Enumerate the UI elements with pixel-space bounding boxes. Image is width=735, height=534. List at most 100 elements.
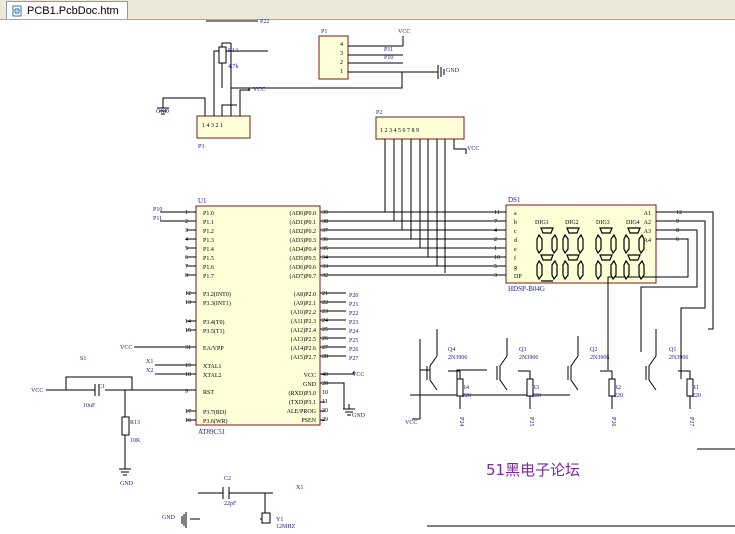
resistor-ref: R3	[532, 385, 539, 391]
ds1-seg-pin-name: d	[514, 238, 517, 244]
p1-pin-num: 1	[340, 69, 343, 75]
u1-right-pin-num: 36	[322, 237, 328, 243]
u1-right-pin-name: (AD4)P0.4	[290, 246, 317, 253]
u1-left-pin-num: 19	[185, 363, 191, 369]
ds1-seg-pin-num: 3	[494, 273, 497, 279]
u1-right-pin-name: (A10)P2.2	[291, 309, 316, 316]
u1-vcc-label: VCC	[352, 372, 364, 378]
ds1-seg-pin-num: 11	[494, 210, 500, 216]
u1-left-pin-num: 13	[185, 300, 191, 306]
u1-p2-net-label: P20	[349, 293, 358, 299]
transistor-ref: Q1	[669, 347, 676, 353]
ds1-seg-pin-name: g	[514, 265, 517, 271]
ds1-digit-pin-num: 12	[676, 210, 682, 216]
u1-right-pin-num: 24	[322, 318, 328, 324]
transistor-net-label: P24	[458, 417, 464, 426]
p3-vcc-label: VCC	[253, 87, 265, 93]
ds1-ref: DS1	[508, 196, 521, 204]
u1-right-pin-num: 27	[322, 345, 328, 351]
u1-right-pin-num: 28	[322, 354, 328, 360]
u1-right-pin-name: (A11)P2.3	[291, 318, 316, 325]
c2-value: 22pF	[224, 501, 237, 507]
u1-left-pin-name: EA/VPP	[203, 346, 224, 352]
u1-left-pin-num: 16	[185, 418, 191, 424]
c2-ref: C2	[224, 476, 231, 482]
u1-p1-net-label: P10	[153, 207, 162, 213]
u1-p2-net-label: P21	[349, 302, 358, 308]
y1-ref: Y1	[276, 517, 283, 523]
transistor-net-label: P27	[688, 417, 694, 426]
u1-left-pin-name: RST	[203, 390, 214, 396]
u1-left-pin-name: P3.2(INT0)	[203, 291, 231, 298]
u1-left-pin-num: 2	[185, 219, 188, 225]
p1-header	[318, 35, 349, 80]
resistor-value: 220	[614, 393, 623, 399]
p3-gnd-label: GND	[156, 109, 170, 115]
u1-body	[195, 205, 321, 426]
r14-body	[218, 46, 227, 64]
xtal2-net-label: X2	[146, 368, 153, 374]
p3-pin-nums: 1 4 3 2 1	[202, 123, 223, 129]
document-tab-bar: PCB1.PcbDoc.htm	[0, 0, 735, 20]
u1-left-pin-name: P1.7	[203, 274, 214, 280]
ds1-part: HDSP-B04G	[508, 285, 545, 293]
resistor-value: 220	[692, 393, 701, 399]
u1-right-pin-name: (AD5)P0.5	[290, 255, 317, 262]
p3-header	[196, 115, 251, 139]
u1-left-pin-num: 14	[185, 319, 191, 325]
schematic-diagram: U1AT89C51P1.01P1.12P1.23P1.34P1.45P1.56P…	[31, 17, 735, 530]
ds1-seg-pin-name: b	[514, 220, 517, 226]
web-document-icon	[12, 5, 22, 16]
ds1-digit-label: DIG3	[596, 220, 610, 226]
p1-pin-num: 2	[340, 60, 343, 66]
u1-right-pin-num: 40	[322, 372, 328, 378]
u1-p2-net-label: P23	[349, 320, 358, 326]
u1-p2-net-label: P25	[349, 338, 358, 344]
tab-pcb1-pcbdoc[interactable]: PCB1.PcbDoc.htm	[6, 1, 128, 19]
u1-right-pin-name: ALE/PROG	[287, 409, 317, 415]
ds1-seg-pin-name: a	[514, 211, 517, 217]
s1-ref: S1	[80, 356, 86, 362]
u1-left-pin-num: 12	[185, 291, 191, 297]
ds1-seg-pin-num: 5	[494, 264, 497, 270]
seven-segment-digits	[536, 227, 645, 282]
ds1-digit-pin-num: 6	[676, 237, 679, 243]
ds1-digit-label: DIG1	[535, 220, 549, 226]
top-net-label: P22	[260, 19, 269, 25]
u1-left-pin-num: 4	[185, 237, 188, 243]
ds1-seg-pin-name: c	[514, 229, 517, 235]
u1-right-pin-num: 32	[322, 273, 328, 279]
u1-right-pin-name: (RXD)P3.0	[288, 390, 316, 397]
ds1-digit-pin-num: 9	[676, 219, 679, 225]
u1-right-pin-name: (A13)P2.5	[291, 336, 316, 343]
u1-left-pin-num: 6	[185, 255, 188, 261]
u1-right-pin-name: (AD2)P0.2	[290, 228, 317, 235]
transistor-net-label: P25	[528, 417, 534, 426]
u1-right-pin-num: 25	[322, 327, 328, 333]
u1-left-pin-num: 5	[185, 246, 188, 252]
ea-vcc-label: VCC	[120, 345, 132, 351]
reset-vcc-label: VCC	[31, 388, 43, 394]
u1-p1-net-label: P11	[153, 216, 162, 222]
transistor-part: 2N3906	[590, 355, 609, 361]
u1-right-pin-name: (AD6)P0.6	[290, 264, 317, 271]
u1-right-pin-name: (A15)P2.7	[291, 354, 316, 361]
u1-right-pin-num: 21	[322, 291, 328, 297]
u1-left-pin-name: P3.6(WR)	[203, 418, 228, 425]
p1-pin-num: 3	[340, 51, 343, 57]
u1-right-pin-num: 22	[322, 300, 328, 306]
u1-right-pin-name: (A8)P2.0	[294, 291, 316, 298]
resistor-value: 220	[532, 393, 541, 399]
p1-ref: P1	[321, 29, 327, 35]
u1-right-pin-num: 26	[322, 336, 328, 342]
p1-vcc-label: VCC	[398, 29, 410, 35]
u1-p2-net-label: P24	[349, 329, 358, 335]
u1-gnd-label: GND	[352, 413, 366, 419]
u1-left-pin-name: P1.4	[203, 247, 214, 253]
transistor-ref: Q2	[590, 347, 597, 353]
u1-left-pin-name: P1.1	[203, 220, 214, 226]
r13-ref: R13	[130, 420, 140, 426]
u1-left-pin-num: 8	[185, 273, 188, 279]
u1-right-pin-name: PSEN	[301, 418, 316, 424]
